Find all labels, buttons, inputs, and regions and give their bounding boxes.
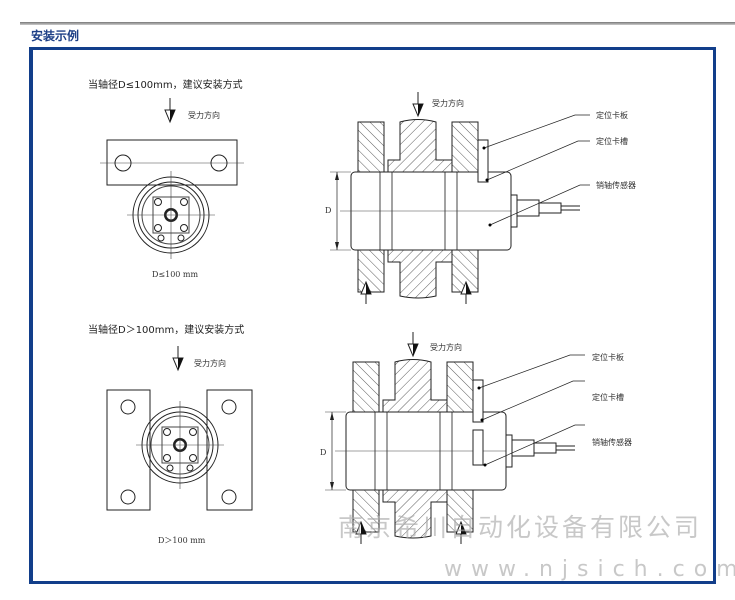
diagram-frame (29, 47, 716, 584)
watermark-url: www.njsich.com (444, 557, 735, 582)
header-rule (20, 22, 735, 25)
case1-dim-label: D≤100 mm (152, 270, 199, 279)
callout-locating-plate-2: 定位卡板 (592, 353, 624, 362)
side-view-small-shaft (330, 92, 590, 304)
front-view-small-shaft (100, 97, 244, 260)
front-view-large-shaft (106, 345, 253, 511)
case1-force-label: 受力方向 (188, 111, 220, 120)
case1-d-label: D (325, 206, 332, 215)
side-view-large-shaft (325, 332, 585, 544)
callout-locating-plate: 定位卡板 (596, 111, 628, 120)
case2-side-force-label: 受力方向 (430, 343, 462, 352)
case2-dim-label: D＞100 mm (158, 536, 206, 545)
callout-pin-sensor-2: 销轴传感器 (592, 438, 632, 447)
callout-locating-slot: 定位卡槽 (596, 137, 628, 146)
callout-pin-sensor: 销轴传感器 (596, 181, 636, 190)
section-title: 安装示例 (31, 29, 80, 43)
watermark-company: 南京希川自动化设备有限公司 (338, 513, 703, 542)
callout-locating-slot-2: 定位卡槽 (592, 393, 624, 402)
case2-force-label: 受力方向 (194, 359, 226, 368)
case1-caption: 当轴径D≤100mm，建议安装方式 (88, 80, 243, 91)
case2-caption: 当轴径D＞100mm，建议安装方式 (88, 325, 245, 336)
case2-d-label: D (320, 448, 327, 457)
case1-side-force-label: 受力方向 (432, 99, 464, 108)
